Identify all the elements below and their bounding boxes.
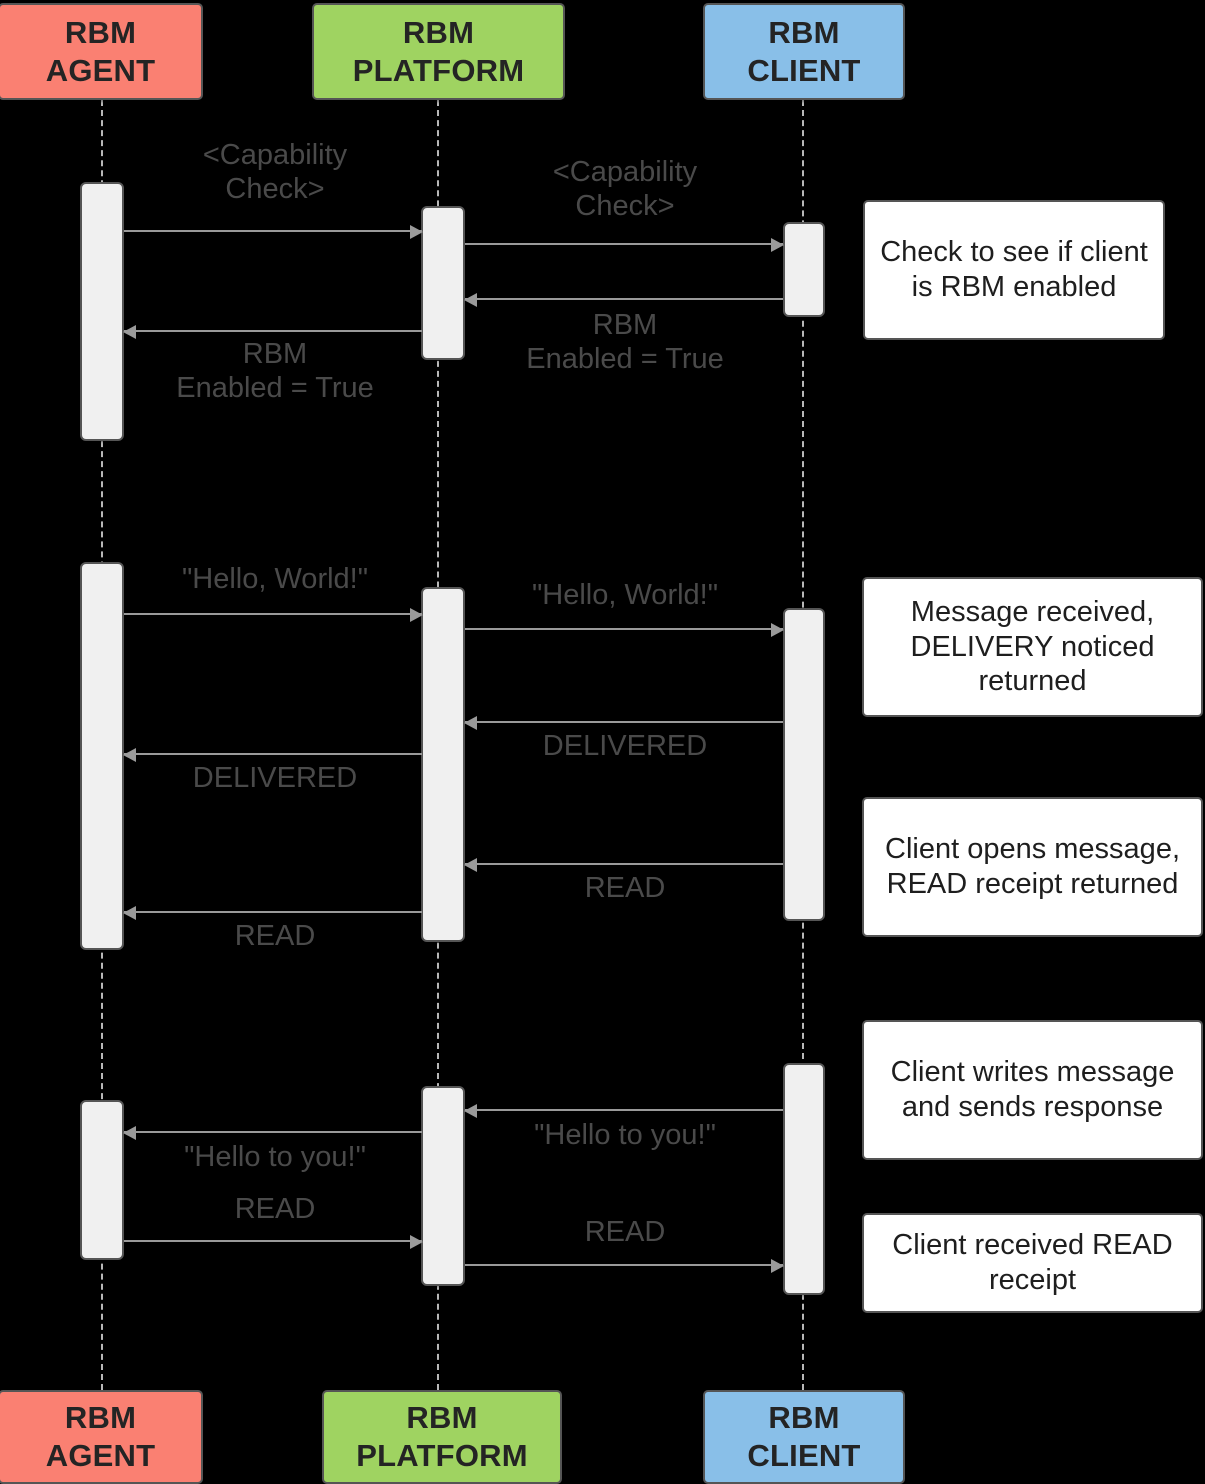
message-label-capability-check-1: <Capability Check> <box>202 139 348 206</box>
participant-name-line1: RBM <box>64 14 137 50</box>
message-arrow-hello-world-agent-platform <box>124 608 423 622</box>
activation-agent-3 <box>80 1100 124 1260</box>
arrow-head-icon <box>123 906 136 920</box>
activation-platform-3 <box>421 1086 465 1286</box>
message-label-read-2: READ <box>234 920 316 952</box>
message-arrow-delivered-platform-agent <box>123 748 422 762</box>
arrow-head-icon <box>410 608 423 622</box>
message-label-rbm-enabled-1: RBM Enabled = True <box>526 309 724 376</box>
arrow-head-icon <box>771 238 784 252</box>
message-arrow-read-agent-platform <box>124 1235 423 1249</box>
participant-header-agent[interactable]: RBM AGENT <box>0 3 203 100</box>
note-client-writes-message: Client writes message and sends response <box>862 1020 1203 1160</box>
arrow-head-icon <box>464 1104 477 1118</box>
arrow-head-icon <box>123 748 136 762</box>
participant-footer-platform[interactable]: RBM PLATFORM <box>322 1390 562 1484</box>
message-label-hello-world-1: "Hello, World!" <box>181 563 369 595</box>
participant-header-client[interactable]: RBM CLIENT <box>703 3 905 100</box>
message-arrow-read-platform-agent <box>123 906 422 920</box>
message-arrow-read-platform-client <box>465 1259 784 1273</box>
message-label-rbm-enabled-2: RBM Enabled = True <box>176 338 374 405</box>
participant-name-line2: PLATFORM <box>352 52 525 88</box>
message-label-hello-to-you-1: "Hello to you!" <box>534 1119 716 1151</box>
activation-platform-1 <box>421 206 465 360</box>
participant-name-line1: RBM <box>402 14 475 50</box>
message-arrow-hello-to-you-client-platform <box>464 1104 783 1118</box>
arrow-head-icon <box>410 1235 423 1249</box>
participant-footer-agent[interactable]: RBM AGENT <box>0 1390 203 1484</box>
activation-platform-2 <box>421 587 465 942</box>
message-arrow-delivered-client-platform <box>464 716 783 730</box>
message-label-read-4: READ <box>584 1216 666 1248</box>
arrow-head-icon <box>771 623 784 637</box>
arrow-head-icon <box>771 1259 784 1273</box>
participant-name-line2: AGENT <box>45 52 156 88</box>
participant-name-line1: RBM <box>64 1400 137 1436</box>
message-label-read-1: READ <box>584 872 666 904</box>
message-arrow-rbm-enabled-client-platform <box>464 293 783 307</box>
message-label-delivered-2: DELIVERED <box>192 762 358 794</box>
message-arrow-hello-world-platform-client <box>465 623 784 637</box>
arrow-head-icon <box>464 716 477 730</box>
message-arrow-rbm-enabled-platform-agent <box>123 325 422 339</box>
arrow-head-icon <box>123 325 136 339</box>
message-label-delivered-1: DELIVERED <box>542 730 708 762</box>
message-label-hello-world-2: "Hello, World!" <box>531 579 719 611</box>
message-label-hello-to-you-2: "Hello to you!" <box>184 1141 366 1173</box>
note-message-received-delivery: Message received, DELIVERY noticed retur… <box>862 577 1203 717</box>
participant-name-line2: PLATFORM <box>356 1438 528 1473</box>
participant-name-line1: RBM <box>406 1400 478 1436</box>
note-check-rbm-enabled: Check to see if client is RBM enabled <box>863 200 1165 340</box>
participant-header-platform[interactable]: RBM PLATFORM <box>312 3 565 100</box>
message-arrow-capability-check-agent-platform <box>124 225 423 239</box>
participant-footer-client[interactable]: RBM CLIENT <box>703 1390 905 1484</box>
message-arrow-capability-check-platform-client <box>465 238 784 252</box>
arrow-head-icon <box>410 225 423 239</box>
note-client-received-read-receipt: Client received READ receipt <box>862 1213 1203 1313</box>
activation-client-1 <box>783 222 825 317</box>
activation-client-3 <box>783 1063 825 1295</box>
participant-name-line2: CLIENT <box>747 1438 861 1473</box>
participant-name-line1: RBM <box>768 1400 840 1436</box>
participant-name-line2: CLIENT <box>747 52 861 88</box>
activation-client-2 <box>783 608 825 921</box>
message-arrow-hello-to-you-platform-agent <box>123 1126 422 1140</box>
activation-agent-2 <box>80 562 124 950</box>
arrow-head-icon <box>123 1126 136 1140</box>
arrow-head-icon <box>464 293 477 307</box>
message-label-capability-check-2: <Capability Check> <box>552 156 698 223</box>
participant-name-line1: RBM <box>768 14 840 50</box>
participant-name-line2: AGENT <box>45 1438 156 1473</box>
message-arrow-read-client-platform <box>464 858 783 872</box>
activation-agent-1 <box>80 182 124 441</box>
note-client-opens-message-read: Client opens message, READ receipt retur… <box>862 797 1203 937</box>
message-label-read-3: READ <box>234 1193 316 1225</box>
arrow-head-icon <box>464 858 477 872</box>
